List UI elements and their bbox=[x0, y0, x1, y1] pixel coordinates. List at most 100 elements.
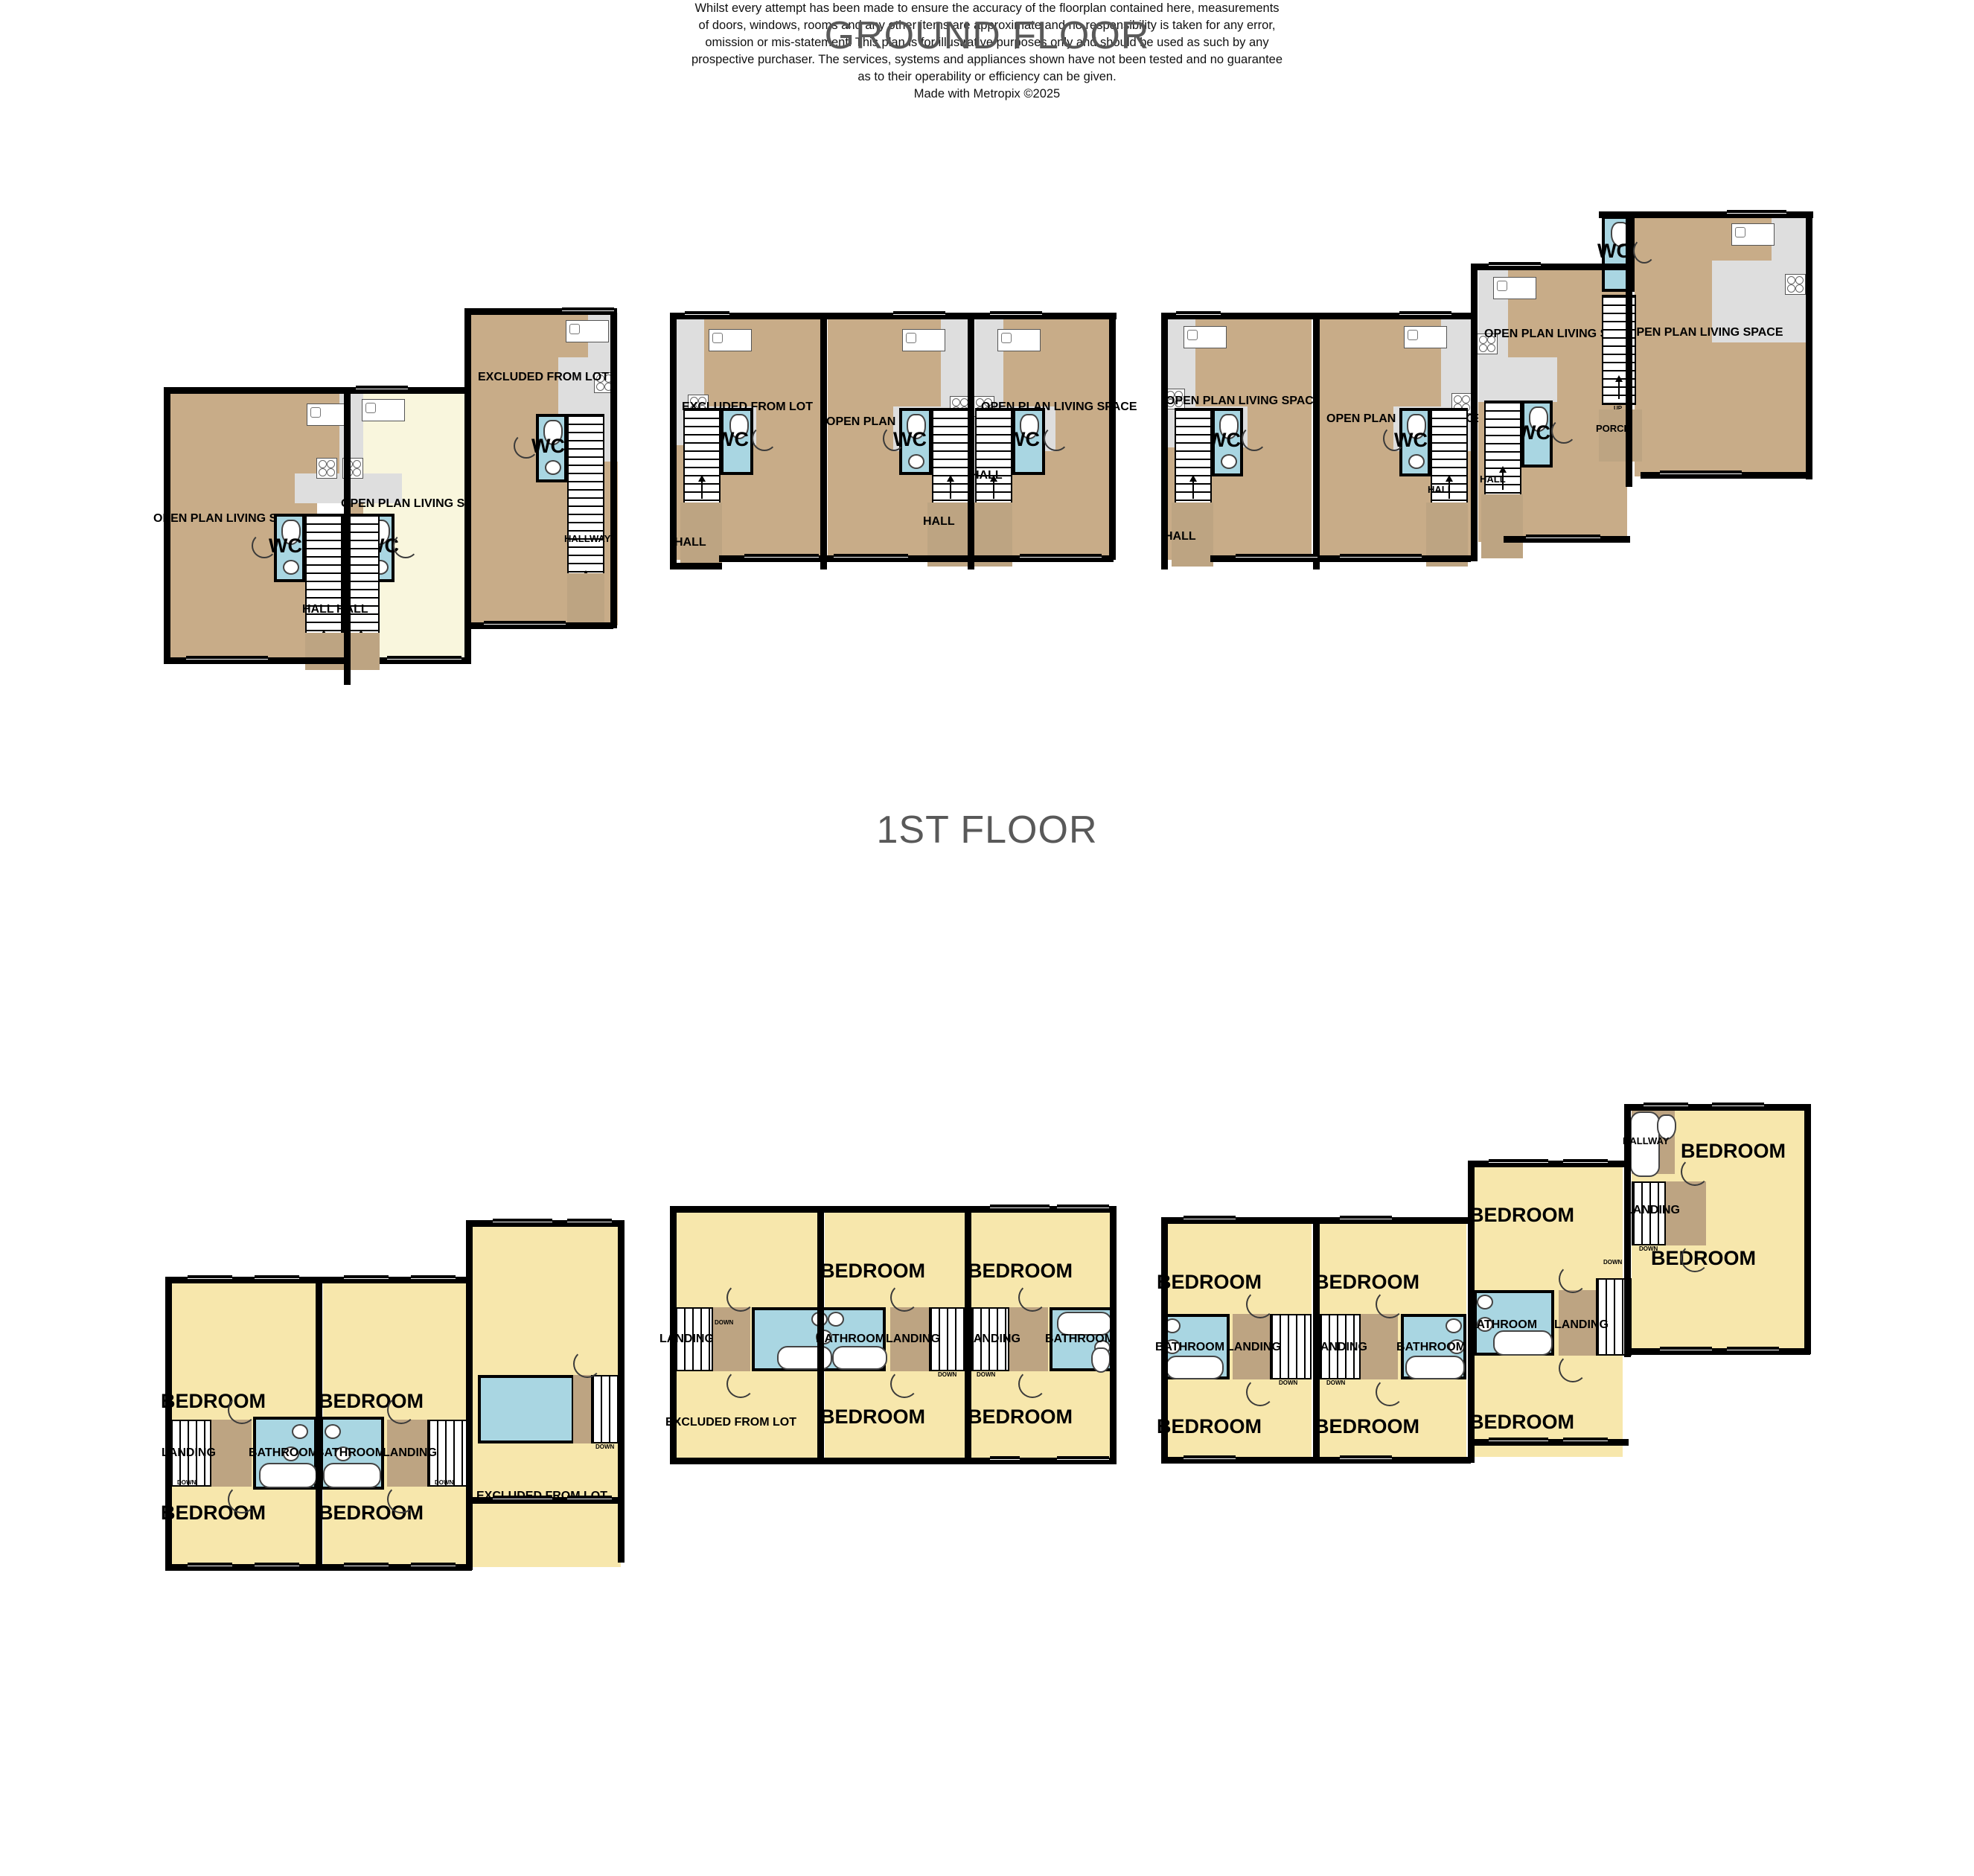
wall bbox=[464, 308, 471, 628]
sink-icon bbox=[902, 329, 945, 351]
door-arc bbox=[228, 1396, 256, 1424]
window bbox=[990, 1456, 1020, 1463]
gf1a-hall-label: HALL bbox=[302, 603, 334, 616]
wc-door-arc bbox=[1551, 418, 1577, 444]
ff3a-bedroom-top: BEDROOM bbox=[1157, 1271, 1262, 1293]
sink-icon bbox=[566, 320, 609, 342]
gf2b-stairs bbox=[932, 408, 969, 505]
gf3c-hall-label: HALL bbox=[1480, 473, 1506, 485]
wall-party bbox=[817, 1206, 824, 1464]
ff3d-stairs bbox=[1632, 1181, 1666, 1245]
door-arc bbox=[1246, 1378, 1274, 1406]
bath-icon bbox=[259, 1463, 317, 1488]
toilet-icon bbox=[1407, 414, 1426, 439]
gf3d-label: OPEN PLAN LIVING SPACE bbox=[1627, 326, 1783, 339]
wall bbox=[1624, 1348, 1810, 1355]
gf2c-stairs bbox=[975, 408, 1012, 505]
ff1a-landing bbox=[211, 1420, 252, 1487]
disclaimer-line-1: Whilst every attempt has been made to en… bbox=[694, 1, 1280, 15]
window bbox=[1184, 1216, 1236, 1222]
window bbox=[1057, 1205, 1109, 1211]
sink-icon bbox=[1184, 326, 1227, 348]
basin-icon bbox=[283, 1446, 299, 1461]
window bbox=[344, 1563, 389, 1569]
wall bbox=[1468, 1161, 1629, 1167]
ff3c-landing-label: LANDING bbox=[1554, 1318, 1609, 1331]
wc-door-arc bbox=[752, 426, 777, 451]
ff3a-down-label: DOWN bbox=[1279, 1379, 1298, 1386]
basin-icon bbox=[283, 560, 299, 575]
basin-icon bbox=[1446, 1318, 1462, 1333]
ff2b-landing-label: LANDING bbox=[886, 1333, 940, 1345]
wall bbox=[1161, 1217, 1168, 1463]
door-arc bbox=[726, 1283, 755, 1312]
ff3c-landing bbox=[1559, 1290, 1596, 1356]
ff2c-bedroom-top: BEDROOM bbox=[968, 1260, 1073, 1282]
gf3c-entry-fill bbox=[1481, 494, 1523, 558]
ff2c-bathroom-label: BATHROOM bbox=[1045, 1333, 1115, 1345]
gf3b-hall-label: HALL bbox=[1428, 484, 1454, 495]
wall bbox=[165, 1564, 472, 1571]
wall bbox=[1471, 264, 1632, 270]
sink-icon bbox=[362, 399, 405, 421]
window bbox=[1340, 554, 1422, 561]
ff3d-landing-label: LANDING bbox=[1626, 1204, 1680, 1216]
gf1c-entry-fill bbox=[567, 573, 604, 625]
window bbox=[356, 386, 408, 392]
bath-icon bbox=[1405, 1356, 1465, 1379]
wall bbox=[164, 387, 170, 664]
ff1a-down-label: DOWN bbox=[177, 1479, 197, 1486]
window bbox=[562, 307, 614, 314]
gf2a-wc-label: WC bbox=[715, 428, 749, 450]
wall-party bbox=[1313, 1217, 1320, 1463]
window bbox=[1526, 535, 1600, 541]
wall-party bbox=[1471, 264, 1478, 561]
wc-door-arc bbox=[514, 433, 539, 459]
window bbox=[1236, 554, 1317, 561]
wc-door-arc bbox=[393, 533, 418, 558]
ff2b-down-label: DOWN bbox=[938, 1371, 957, 1378]
toilet-icon bbox=[1657, 1114, 1676, 1140]
bath-icon bbox=[323, 1463, 381, 1488]
ff2c-bedroom-bottom: BEDROOM bbox=[968, 1406, 1073, 1428]
ff2a-landing bbox=[713, 1307, 750, 1371]
window bbox=[1660, 1347, 1712, 1353]
wall-party bbox=[968, 313, 974, 570]
wall-party bbox=[316, 1277, 322, 1570]
first-floor-title: 1ST FLOOR bbox=[876, 808, 1098, 852]
disclaimer: Whilst every attempt has been made to en… bbox=[0, 0, 1974, 103]
bath-icon bbox=[1630, 1111, 1660, 1177]
ff3b-landing-label: LANDING bbox=[1313, 1341, 1367, 1353]
ff2c-stairs bbox=[971, 1307, 1009, 1371]
window bbox=[186, 656, 268, 663]
basin-icon bbox=[1408, 454, 1425, 469]
wc-door-arc bbox=[1383, 426, 1405, 451]
window bbox=[1727, 210, 1786, 217]
wc-door-arc bbox=[252, 533, 277, 558]
wall-party bbox=[1626, 211, 1632, 487]
ff3a-bathroom-label: BATHROOM bbox=[1155, 1341, 1225, 1353]
window bbox=[188, 1275, 232, 1282]
window bbox=[411, 1275, 456, 1282]
ff1b-landing bbox=[387, 1420, 427, 1487]
wall bbox=[1599, 211, 1813, 218]
wall bbox=[670, 1206, 677, 1464]
window bbox=[1489, 262, 1541, 269]
door-arc bbox=[1018, 1283, 1047, 1312]
window bbox=[1644, 1103, 1688, 1109]
toilet-icon bbox=[729, 414, 749, 439]
door-arc bbox=[1376, 1378, 1404, 1406]
hob-icon bbox=[1785, 274, 1806, 295]
ff3a-landing bbox=[1233, 1314, 1270, 1379]
ff3c-bedroom-bottom: BEDROOM bbox=[1469, 1411, 1574, 1433]
door-arc bbox=[726, 1370, 755, 1398]
gf3a-stairs bbox=[1175, 408, 1212, 505]
ff2c-landing-label: LANDING bbox=[966, 1333, 1020, 1345]
door-arc bbox=[890, 1283, 919, 1312]
wall bbox=[610, 308, 617, 628]
ground-floor-block-3: OPEN PLAN LIVING SPACE WC UP HALL OPEN P… bbox=[1161, 210, 1816, 581]
basin-icon bbox=[335, 1446, 351, 1461]
ff1c-down-label: DOWN bbox=[595, 1443, 615, 1450]
first-floor-block-3: BEDROOM BEDROOM BATHROOM LANDING DOWN BE… bbox=[1155, 1103, 1816, 1478]
window bbox=[1057, 1456, 1109, 1463]
